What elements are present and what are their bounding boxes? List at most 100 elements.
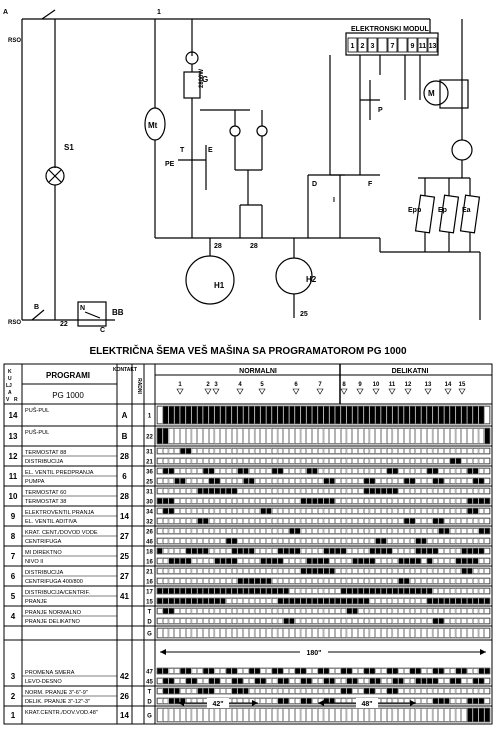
timing-cell bbox=[432, 498, 438, 504]
timing-cell bbox=[450, 448, 456, 454]
timing-cell bbox=[409, 588, 416, 594]
timing-cell bbox=[237, 568, 243, 574]
timing-cell bbox=[375, 608, 381, 614]
timing-cell bbox=[283, 428, 289, 444]
timing-cell bbox=[197, 488, 203, 494]
timing-cell bbox=[306, 498, 312, 504]
timing-cell bbox=[421, 458, 427, 464]
timing-cell bbox=[266, 558, 272, 564]
row-description: TERMOSTAT 60 bbox=[25, 490, 66, 496]
timing-cell bbox=[180, 708, 186, 722]
timing-cell bbox=[409, 478, 416, 484]
timing-cell bbox=[295, 508, 301, 514]
timing-cell bbox=[283, 628, 289, 638]
timing-cell bbox=[427, 558, 433, 564]
timing-cell bbox=[300, 488, 306, 494]
timing-cell bbox=[226, 528, 232, 534]
timing-cell bbox=[186, 518, 192, 524]
timing-cell bbox=[444, 458, 450, 464]
timing-cell bbox=[203, 608, 209, 614]
timing-cell bbox=[220, 688, 226, 694]
timing-cell bbox=[421, 448, 427, 454]
timing-cell bbox=[392, 628, 398, 638]
timing-cell bbox=[163, 608, 169, 614]
label-t-contact: T bbox=[180, 147, 185, 154]
row-description: LEVO-DESNO bbox=[25, 679, 62, 685]
timing-cell bbox=[438, 498, 444, 504]
timing-cell bbox=[214, 478, 220, 484]
timing-cell bbox=[243, 668, 249, 674]
timing-cell bbox=[289, 548, 295, 554]
timing-cell bbox=[381, 448, 387, 454]
timing-cell bbox=[157, 406, 163, 424]
timing-cell bbox=[272, 538, 278, 544]
timing-cell bbox=[295, 498, 301, 504]
timing-cell bbox=[478, 428, 484, 444]
timing-cell bbox=[369, 488, 375, 494]
timing-cell bbox=[415, 528, 421, 534]
timing-cell bbox=[432, 668, 438, 674]
timing-cell bbox=[369, 578, 375, 584]
timing-cell bbox=[392, 708, 398, 722]
row-pin: G bbox=[147, 714, 152, 720]
timing-cell bbox=[421, 478, 427, 484]
timing-cell bbox=[392, 608, 398, 614]
timing-cell bbox=[226, 598, 232, 604]
timing-cell bbox=[381, 598, 387, 604]
span-48: 48" bbox=[318, 698, 416, 708]
timing-cell bbox=[421, 618, 427, 624]
timing-cell bbox=[352, 548, 358, 554]
row-contact-code: A bbox=[122, 411, 128, 420]
timing-cell bbox=[455, 498, 461, 504]
timing-cell bbox=[249, 468, 255, 474]
header-u: U bbox=[8, 376, 12, 382]
timing-cell bbox=[369, 428, 375, 444]
timing-cell bbox=[214, 688, 220, 694]
timing-cell bbox=[163, 458, 169, 464]
timing-cell bbox=[450, 628, 456, 638]
timing-cell bbox=[295, 448, 301, 454]
timing-cell bbox=[484, 588, 490, 594]
timing-cell bbox=[300, 588, 306, 594]
timing-cell bbox=[283, 618, 289, 624]
timing-cell bbox=[318, 458, 324, 464]
timing-cell bbox=[432, 698, 438, 704]
timing-cell bbox=[295, 618, 301, 624]
timing-cell bbox=[455, 428, 461, 444]
timing-cell bbox=[467, 578, 473, 584]
timing-cell bbox=[203, 578, 209, 584]
timing-cell bbox=[369, 678, 375, 684]
timing-cell bbox=[364, 618, 370, 624]
timing-cell bbox=[427, 488, 433, 494]
timing-cell bbox=[461, 498, 467, 504]
timing-cell bbox=[341, 608, 347, 614]
timing-cell bbox=[163, 488, 169, 494]
timing-cell bbox=[341, 558, 347, 564]
timing-cell bbox=[387, 518, 393, 524]
timing-cell bbox=[432, 598, 438, 604]
row-description: TERMOSTAT 38 bbox=[25, 499, 66, 505]
timing-cell bbox=[180, 448, 186, 454]
header-lj: LJ bbox=[6, 383, 12, 389]
step-number: 5 bbox=[260, 382, 264, 388]
timing-cell bbox=[237, 708, 243, 722]
timing-cell bbox=[174, 548, 180, 554]
timing-cell bbox=[243, 428, 249, 444]
timing-cell bbox=[318, 488, 324, 494]
timing-cell bbox=[461, 508, 467, 514]
timing-cell bbox=[191, 668, 197, 674]
timing-cell bbox=[375, 578, 381, 584]
timing-cell bbox=[203, 508, 209, 514]
timing-cell bbox=[295, 698, 301, 704]
timing-cell bbox=[352, 688, 358, 694]
timing-cell bbox=[421, 428, 427, 444]
program-timing-table: PROGRAMI PG 1000 KONTAKT RADNI NORMALNI … bbox=[3, 363, 493, 725]
timing-cell bbox=[318, 518, 324, 524]
timing-cell bbox=[197, 688, 203, 694]
timing-cell bbox=[318, 708, 324, 722]
timing-cell bbox=[174, 578, 180, 584]
row-number: 12 bbox=[9, 452, 18, 461]
timing-cell bbox=[473, 508, 479, 514]
timing-cell bbox=[260, 428, 266, 444]
timing-cell bbox=[191, 498, 197, 504]
